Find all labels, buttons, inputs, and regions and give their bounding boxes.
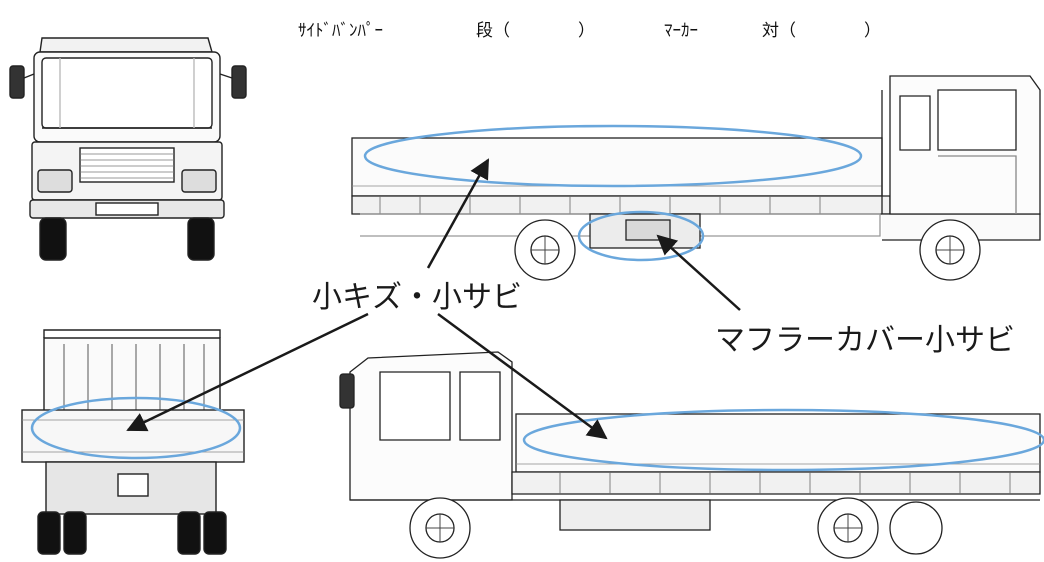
truck-side-view-left (339, 351, 1041, 559)
arrow-to-side-right-deck (426, 158, 490, 269)
marker-label: ﾏｰｶｰ (664, 21, 698, 41)
side-bumper-count-field: 段（ ） (476, 21, 595, 41)
highlight-ellipse-side-right-deck (363, 124, 863, 188)
scratch-rust-annotation: 小キズ・小サビ (312, 280, 522, 315)
side-bumper-label: ｻｲﾄﾞﾊﾞﾝﾊﾟｰ (298, 21, 383, 41)
marker-count-field: 対（ ） (762, 21, 881, 41)
arrow-to-rear-gate (126, 312, 369, 432)
muffler-cover-rust-annotation: マフラーカバー小サビ (715, 323, 1015, 358)
arrow-to-side-left-deck (437, 312, 608, 440)
arrow-to-muffler-cover (656, 234, 741, 311)
highlight-ellipse-side-left-deck (522, 408, 1044, 472)
form-header: ｻｲﾄﾞﾊﾞﾝﾊﾟｰ 段（ ） ﾏｰｶｰ 対（ ） (0, 12, 1044, 42)
highlight-ellipse-rear-gate (30, 396, 242, 460)
truck-front-view (9, 37, 247, 261)
truck-rear-view (21, 329, 245, 555)
highlight-ellipse-muffler-cover (577, 210, 705, 262)
damage-highlights (30, 124, 1044, 472)
callout-arrows (126, 158, 741, 440)
